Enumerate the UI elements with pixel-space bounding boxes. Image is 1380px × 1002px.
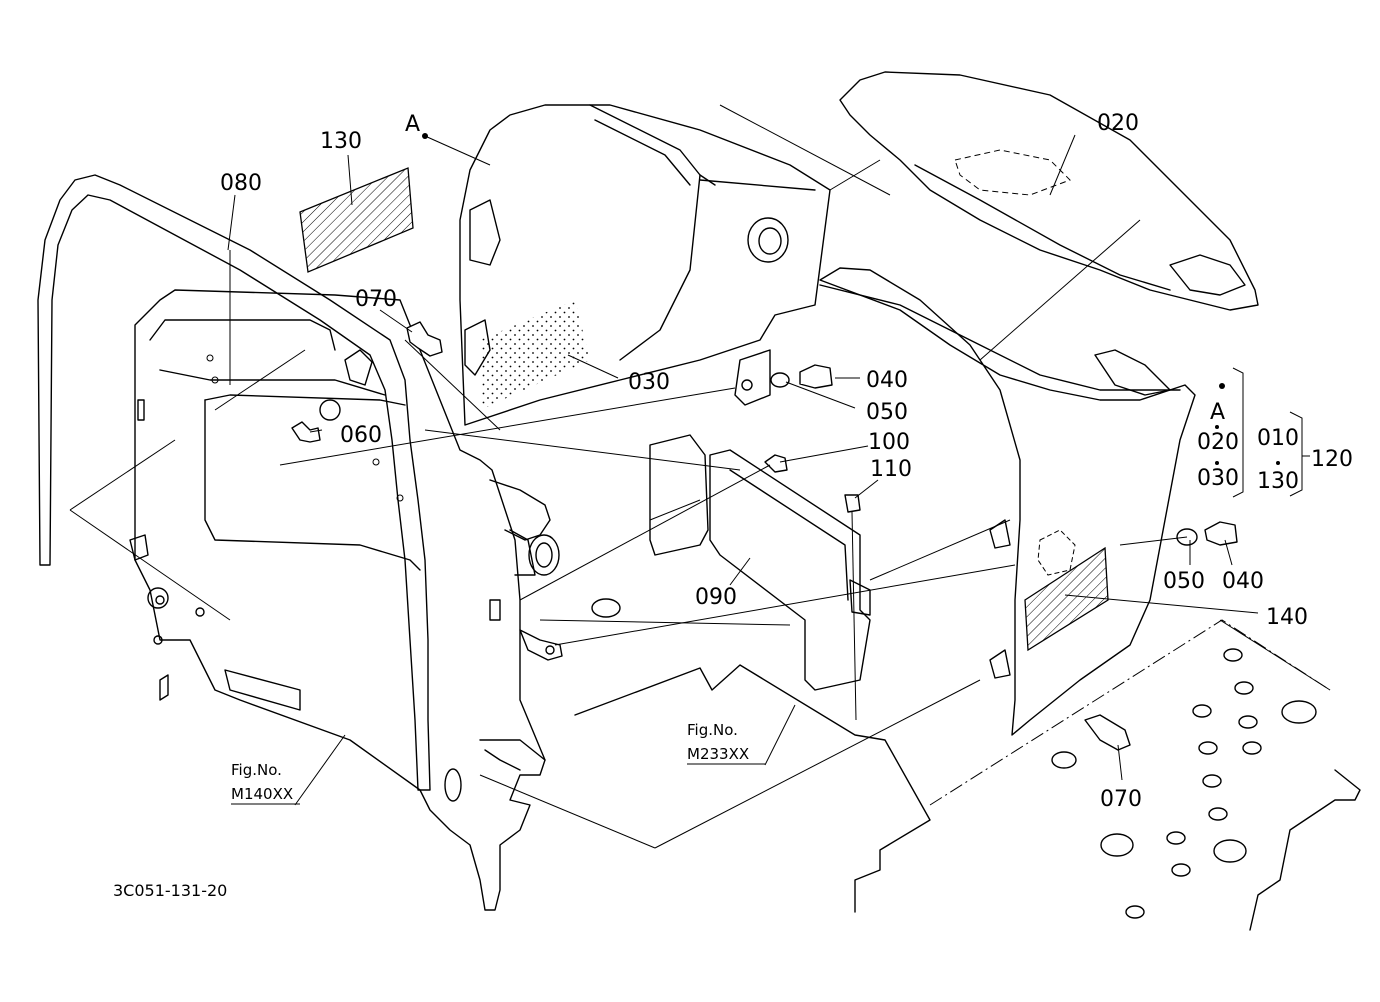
left-side-frame (129, 289, 563, 911)
label-050-upper: 050 (866, 400, 908, 425)
decal-130 (299, 167, 414, 273)
label-030-list: 030 (1197, 466, 1239, 491)
assembly-lines (69, 104, 1331, 849)
floor-bolt-holes (591, 598, 1317, 919)
fig-ref-number: M140XX (231, 785, 293, 803)
label-030-cover: 030 (628, 370, 670, 395)
label-040-right: 040 (1222, 569, 1264, 594)
ref-point-a-right (1219, 383, 1225, 389)
drawing-id: 3C051-131-20 (113, 881, 227, 900)
fig-ref-number: M233XX (687, 745, 749, 763)
part-labels: 130 080 070 060 030 040 050 100 110 090 … (220, 111, 1353, 812)
label-140: 140 (1266, 605, 1308, 630)
ref-mark-a-top: A (405, 112, 420, 137)
label-leaders (227, 134, 1259, 806)
label-010-list: 010 (1257, 426, 1299, 451)
fig-ref-m233: Fig.No. M233XX (687, 721, 765, 765)
top-cover-020 (839, 71, 1259, 311)
seal-strip-080 (37, 174, 431, 791)
label-060: 060 (340, 423, 382, 448)
label-090: 090 (695, 585, 737, 610)
label-020-top: 020 (1097, 111, 1139, 136)
label-120-list: 120 (1311, 447, 1353, 472)
label-080: 080 (220, 171, 262, 196)
label-070-upper: 070 (355, 287, 397, 312)
fig-ref-label: Fig.No. (231, 761, 282, 779)
right-cover-010 (819, 267, 1196, 736)
label-020-list: 020 (1197, 430, 1239, 455)
assembly-brackets (1215, 367, 1310, 498)
ref-point-a-top (422, 133, 428, 139)
fig-ref-m140: Fig.No. M140XX (231, 761, 300, 805)
label-110: 110 (870, 457, 912, 482)
fig-ref-label: Fig.No. (687, 721, 738, 739)
label-130-left: 130 (320, 129, 362, 154)
side-cover-030 (459, 104, 831, 426)
label-100: 100 (868, 430, 910, 455)
floor-plate (574, 598, 1361, 931)
fasteners (291, 321, 1238, 751)
ref-mark-a-right: A (1210, 400, 1225, 425)
label-070-lower: 070 (1100, 787, 1142, 812)
label-050-right: 050 (1163, 569, 1205, 594)
bracket-090 (649, 434, 871, 691)
label-130-list: 130 (1257, 469, 1299, 494)
label-040-upper: 040 (866, 368, 908, 393)
